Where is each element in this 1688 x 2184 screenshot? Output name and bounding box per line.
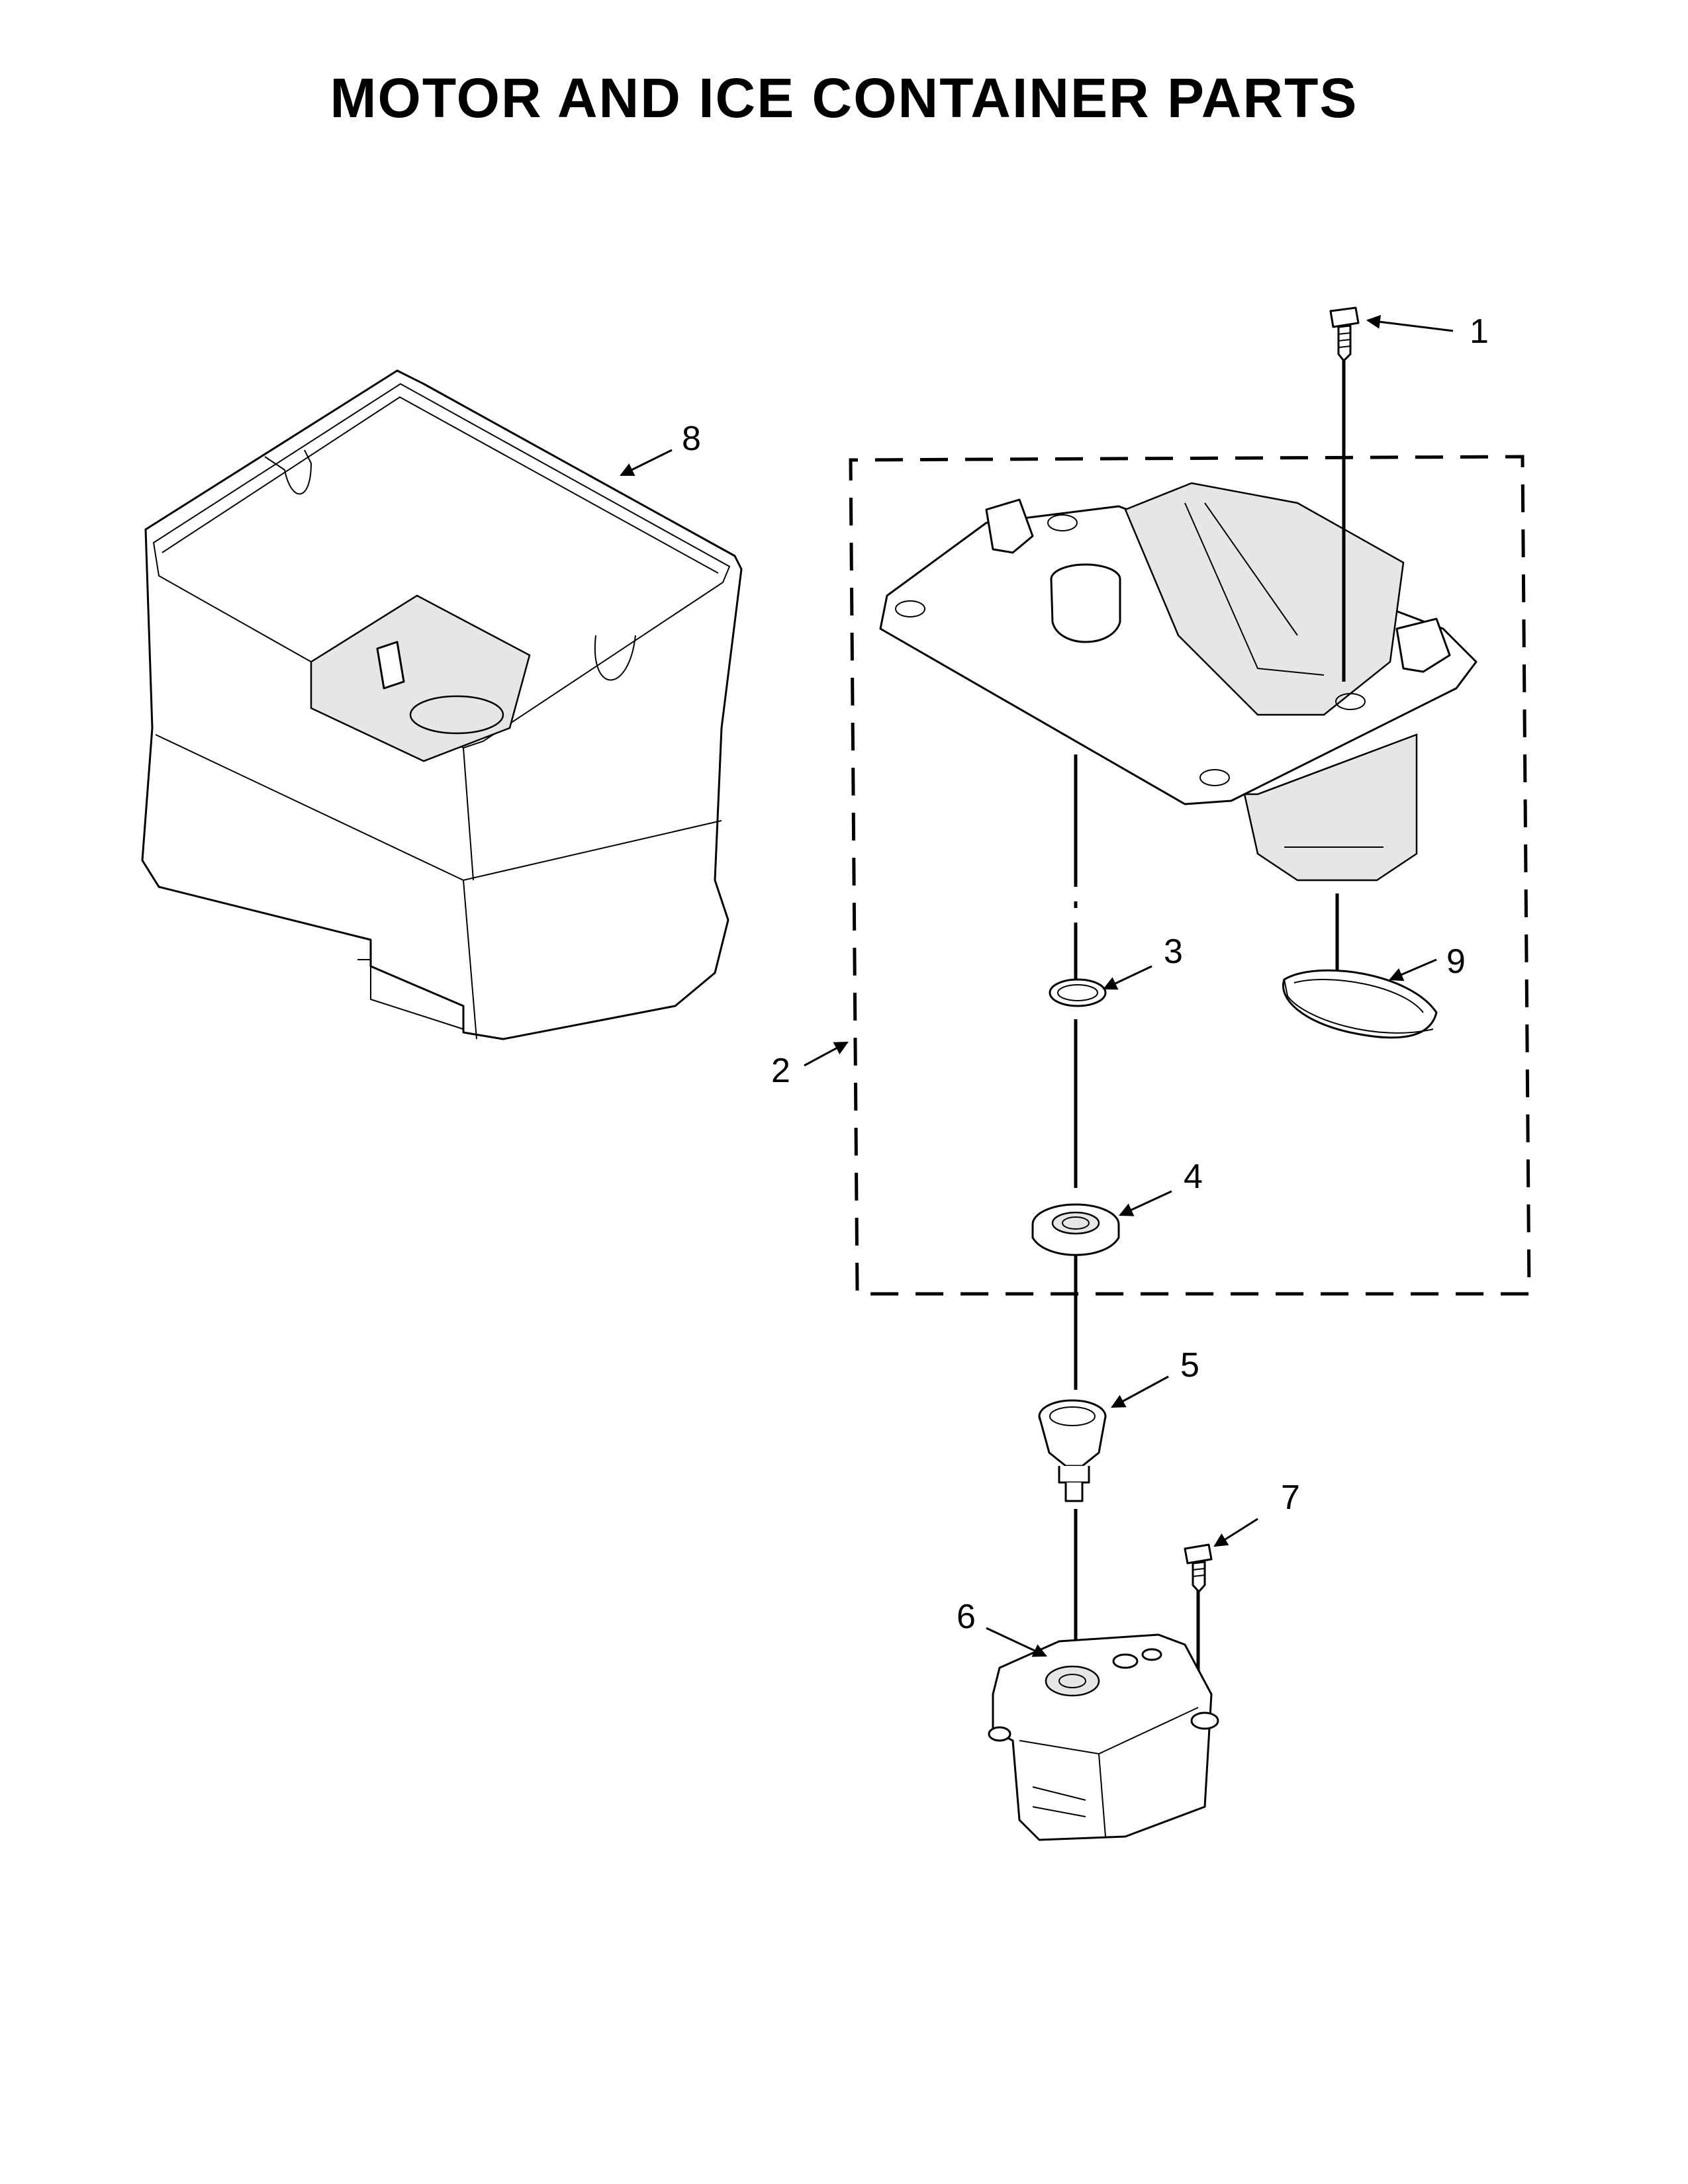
callout-8: 8 — [682, 420, 701, 458]
assembly-boundary-part-2 — [849, 455, 1531, 1296]
ice-chute-housing[interactable] — [879, 482, 1477, 882]
ice-container-part-8[interactable] — [141, 369, 743, 1040]
seal-part-9[interactable] — [1282, 969, 1438, 1039]
ring-part-3[interactable] — [1049, 978, 1107, 1007]
motor-part-6[interactable] — [988, 1633, 1219, 1841]
callout-9: 9 — [1446, 942, 1466, 981]
callout-3: 3 — [1164, 933, 1183, 971]
callout-7: 7 — [1281, 1479, 1300, 1517]
callout-1: 1 — [1470, 312, 1489, 351]
page-title: MOTOR AND ICE CONTAINER PARTS — [330, 67, 1358, 129]
callout-2: 2 — [771, 1052, 790, 1090]
screw-part-7[interactable] — [1184, 1543, 1213, 1593]
callout-6: 6 — [957, 1598, 976, 1636]
callout-4: 4 — [1184, 1158, 1203, 1196]
callout-5: 5 — [1180, 1346, 1199, 1385]
bearing-part-4[interactable] — [1031, 1203, 1120, 1256]
screw-part-1[interactable] — [1329, 306, 1360, 362]
coupler-part-5[interactable] — [1038, 1399, 1107, 1502]
